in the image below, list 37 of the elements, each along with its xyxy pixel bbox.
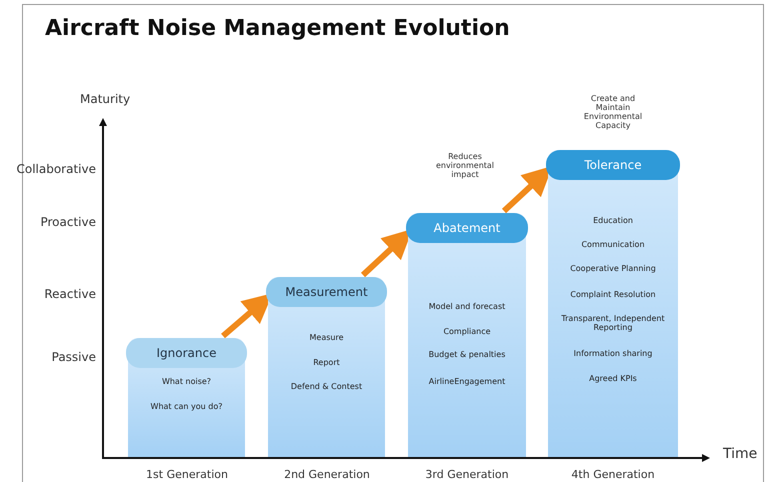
stage-item: Report [312,358,341,367]
stage-header: Tolerance [546,150,680,180]
generation-label: 3rd Generation [424,468,510,481]
stage-item: Model and forecast [428,302,506,311]
level-label: Passive [52,350,96,364]
stage-column [408,213,526,457]
stage-item: Agreed KPIs [588,374,638,383]
level-label: Reactive [44,287,96,301]
stage-column [128,338,245,457]
stage-header: Abatement [406,213,528,243]
stage-item: Compliance [442,327,492,336]
outcome-note: Create and Maintain Environmental Capacity [582,94,644,130]
stage-item: Information sharing [572,349,654,358]
stage-column [268,277,385,457]
stage-item: What noise? [160,377,212,386]
stage-item: AirlineEngagement [428,377,506,386]
outcome-note: Reduces environmental impact [434,152,496,179]
level-label: Collaborative [16,162,96,176]
axis-title: Time [723,446,758,462]
generation-label: 1st Generation [145,468,229,481]
axis-title: Maturity [80,92,130,106]
stage-item: Measure [308,333,344,342]
stage-item: Defend & Contest [290,382,364,391]
stage-column [548,150,678,457]
stage-header: Measurement [266,277,387,307]
stage-item: Budget & penalties [428,350,506,359]
diagram-title: Aircraft Noise Management Evolution [45,16,510,41]
stage-item: Transparent, Independent Reporting [560,314,666,332]
level-label: Proactive [40,215,96,229]
generation-label: 2nd Generation [283,468,371,481]
stage-item: Cooperative Planning [569,264,657,273]
generation-label: 4th Generation [570,468,656,481]
stage-header: Ignorance [126,338,247,368]
stage-item: What can you do? [150,402,224,411]
stage-item: Communication [580,240,646,249]
stage-item: Complaint Resolution [569,290,657,299]
stage-item: Education [592,216,634,225]
